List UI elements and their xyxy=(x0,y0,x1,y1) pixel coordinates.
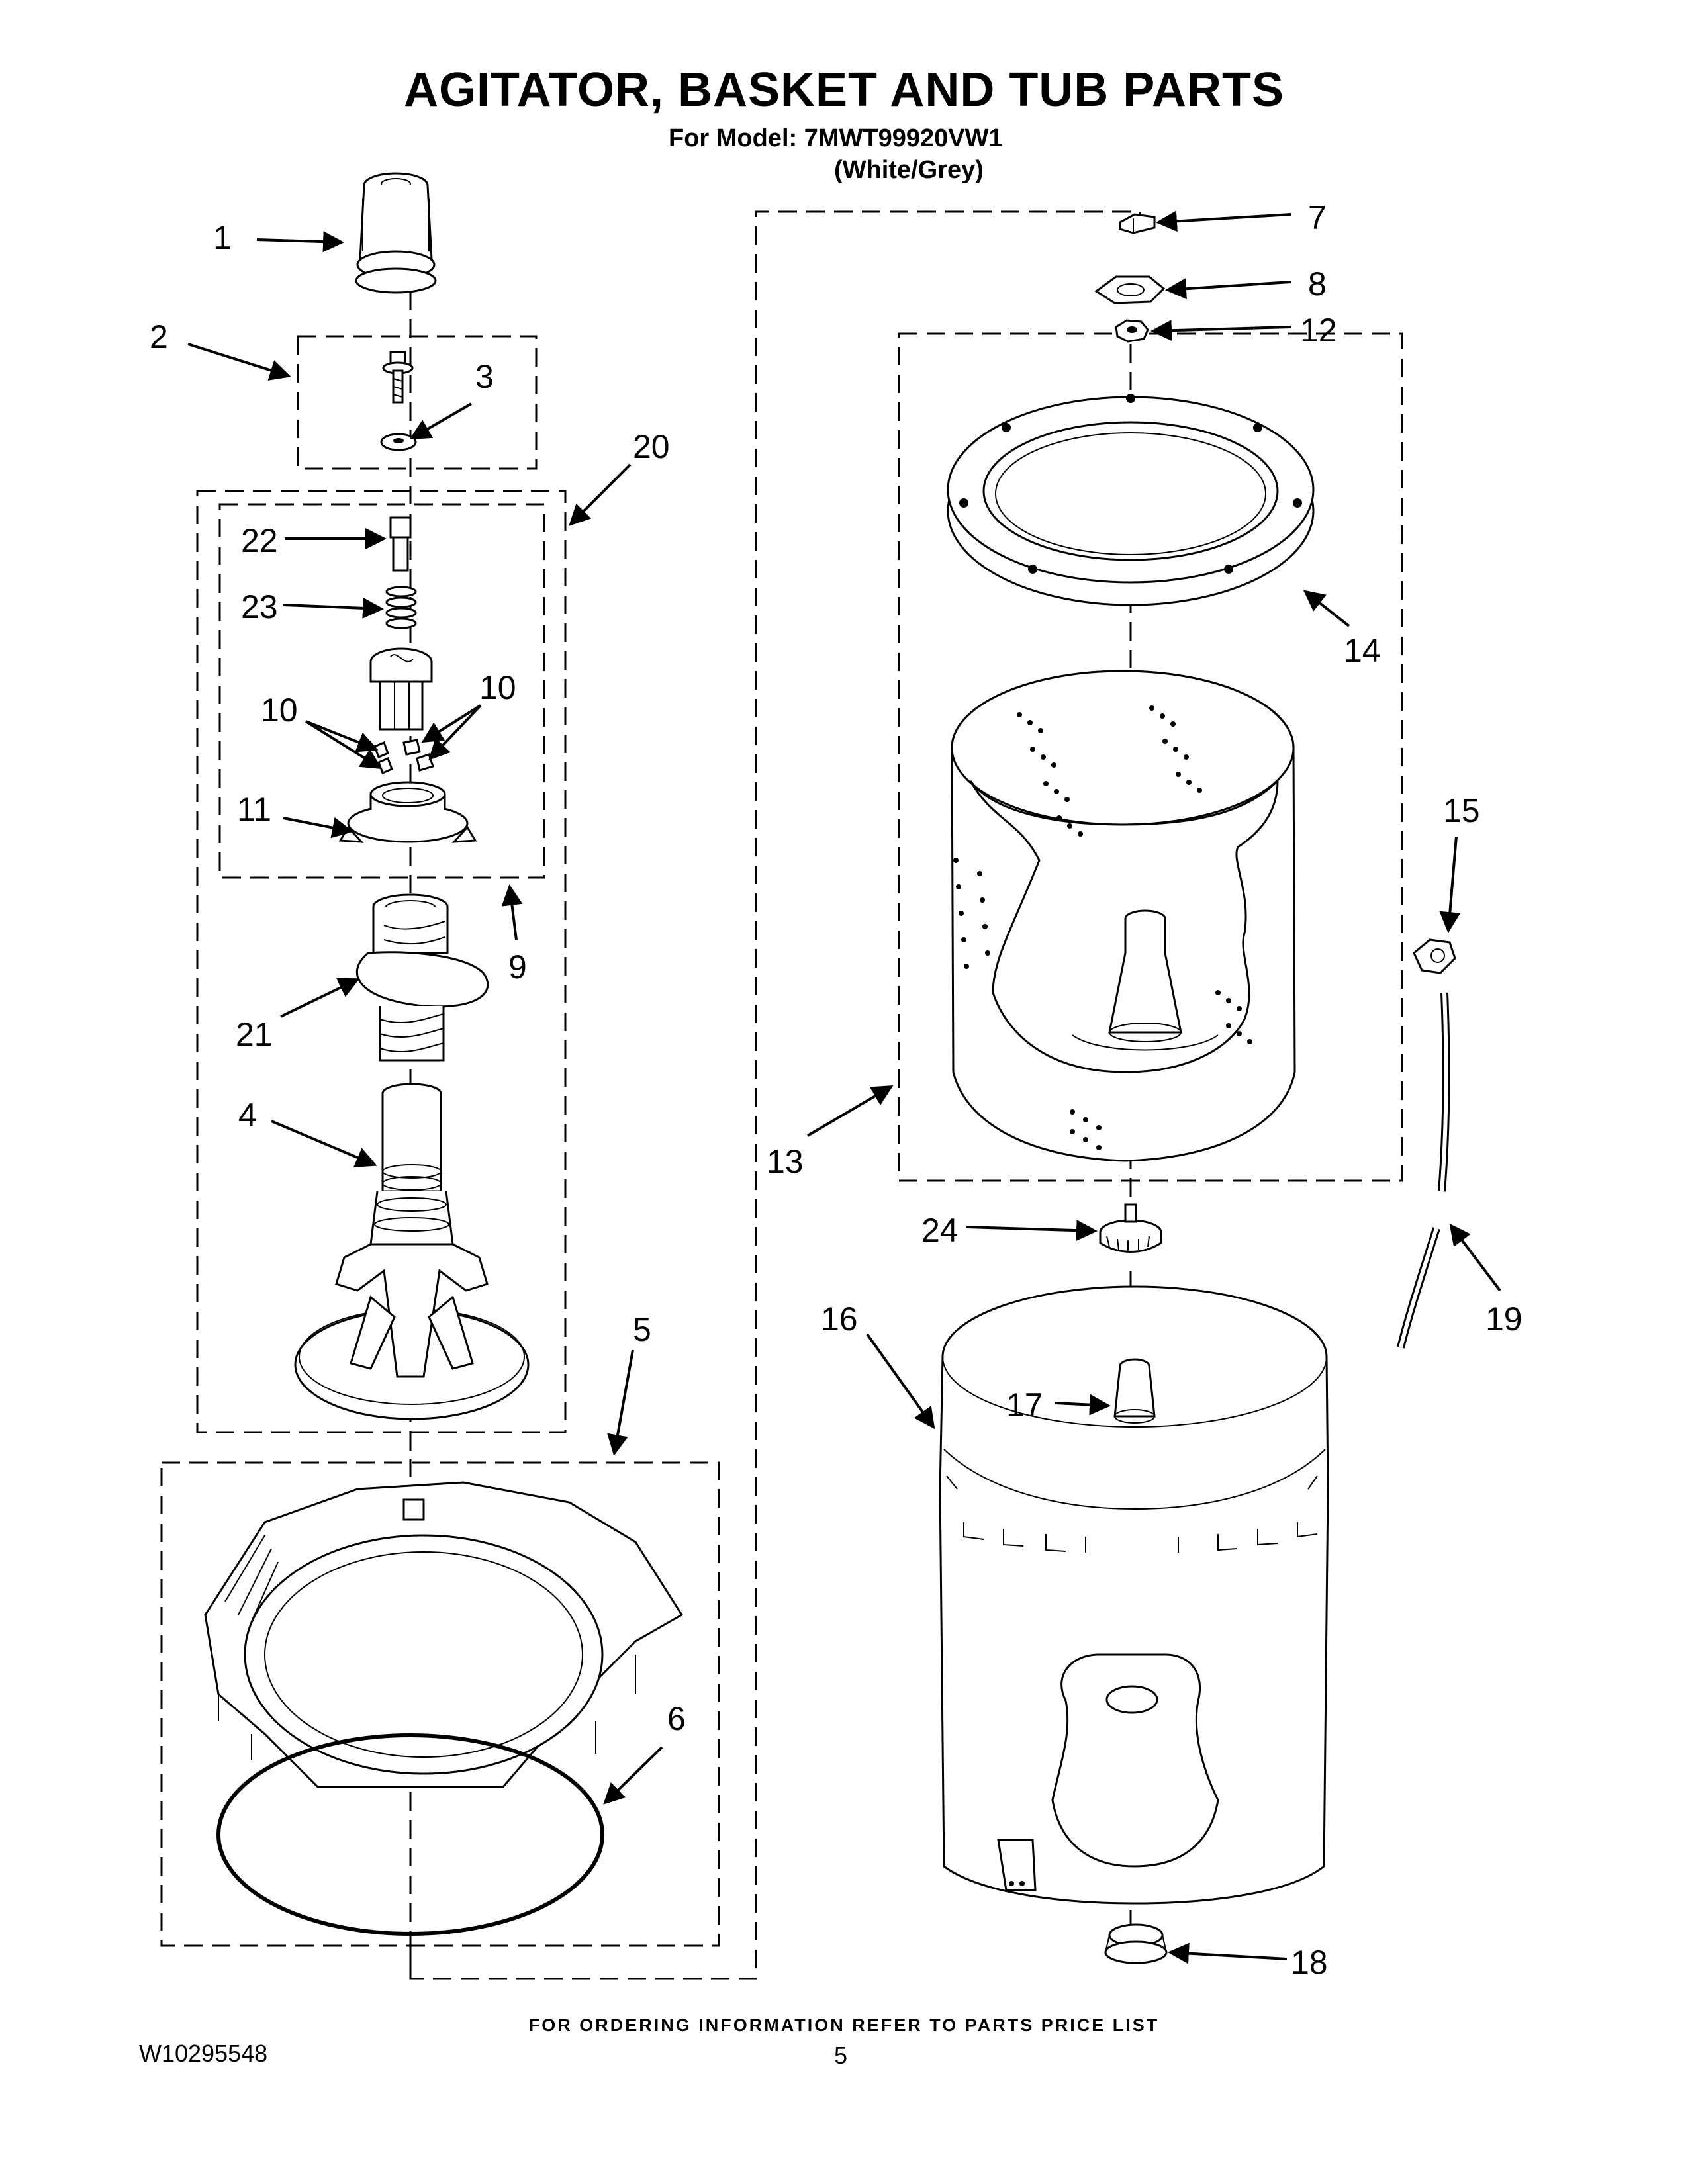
callout-14: 14 xyxy=(1344,632,1381,669)
part-12-nut[interactable] xyxy=(1115,319,1149,343)
part-21-auger[interactable] xyxy=(355,893,489,1062)
dog-housing[interactable] xyxy=(369,647,433,731)
part-15-hose-clip[interactable] xyxy=(1413,938,1456,974)
callout-24: 24 xyxy=(921,1212,959,1249)
callout-22: 22 xyxy=(241,522,278,559)
callout-11: 11 xyxy=(237,791,271,828)
callout-20: 20 xyxy=(633,428,670,465)
callout-10-right: 10 xyxy=(479,669,516,706)
callout-19: 19 xyxy=(1485,1300,1523,1338)
part-19-hose[interactable] xyxy=(1397,992,1450,1349)
part-18-drive-seal[interactable] xyxy=(1104,1923,1168,1964)
basket-perforations xyxy=(953,705,1252,1150)
group-box-5 xyxy=(160,1461,720,1947)
page-number: 5 xyxy=(834,2042,848,2069)
callout-leaders xyxy=(187,210,1501,1964)
part-14-balance-ring[interactable] xyxy=(947,394,1315,606)
callout-8: 8 xyxy=(1308,265,1327,302)
model-number: For Model: 7MWT99920VW1 xyxy=(669,124,1003,152)
part-17-drive-bell[interactable] xyxy=(1113,1358,1156,1424)
callout-5: 5 xyxy=(633,1311,651,1348)
ordering-note: FOR ORDERING INFORMATION REFER TO PARTS … xyxy=(528,2015,1160,2035)
part-16-outer-tub[interactable] xyxy=(939,1285,1329,1905)
callout-9: 9 xyxy=(508,948,527,985)
part-10-dogs[interactable] xyxy=(373,739,434,774)
part-13-basket[interactable] xyxy=(951,670,1296,1162)
part-8-plate[interactable] xyxy=(1094,275,1166,304)
callout-10-left: 10 xyxy=(261,692,298,729)
callout-12: 12 xyxy=(1300,312,1337,349)
part-7-clip[interactable] xyxy=(1119,213,1156,234)
group-box-13 xyxy=(898,332,1403,1182)
part-24-clamp[interactable] xyxy=(1099,1203,1162,1253)
callout-1: 1 xyxy=(213,219,232,256)
part-1-agitator-cap[interactable] xyxy=(355,172,437,294)
part-11-retainer[interactable] xyxy=(338,781,477,843)
part-3-washer[interactable] xyxy=(380,433,417,451)
group-box-20 xyxy=(196,490,567,1433)
callout-4: 4 xyxy=(238,1097,257,1134)
callout-23: 23 xyxy=(241,588,278,625)
callout-21: 21 xyxy=(236,1016,273,1053)
part-22-cam[interactable] xyxy=(389,516,412,572)
callout-13: 13 xyxy=(767,1143,804,1180)
callout-16: 16 xyxy=(821,1300,858,1338)
part-6-tub-ring-seal[interactable] xyxy=(216,1733,604,1936)
page-title: AGITATOR, BASKET AND TUB PARTS xyxy=(404,64,1284,116)
callout-2: 2 xyxy=(150,318,168,355)
callout-7: 7 xyxy=(1308,199,1327,236)
document-number: W10295548 xyxy=(139,2040,268,2067)
callout-labels: 1 2 3 20 22 23 10 10 11 9 21 4 5 6 7 8 1… xyxy=(150,199,1523,1981)
callout-3: 3 xyxy=(475,358,494,395)
callout-18: 18 xyxy=(1291,1944,1328,1981)
callout-15: 15 xyxy=(1443,792,1480,829)
group-box-2 xyxy=(297,335,538,470)
callout-6: 6 xyxy=(667,1700,686,1737)
part-23-spring[interactable] xyxy=(385,586,417,629)
group-box-9 xyxy=(218,503,545,879)
part-2-bolt[interactable] xyxy=(382,351,414,404)
part-4-agitator[interactable] xyxy=(294,1083,530,1420)
part-5-tub-ring[interactable] xyxy=(204,1481,684,1788)
callout-17: 17 xyxy=(1006,1387,1043,1424)
model-color: (White/Grey) xyxy=(834,156,984,184)
